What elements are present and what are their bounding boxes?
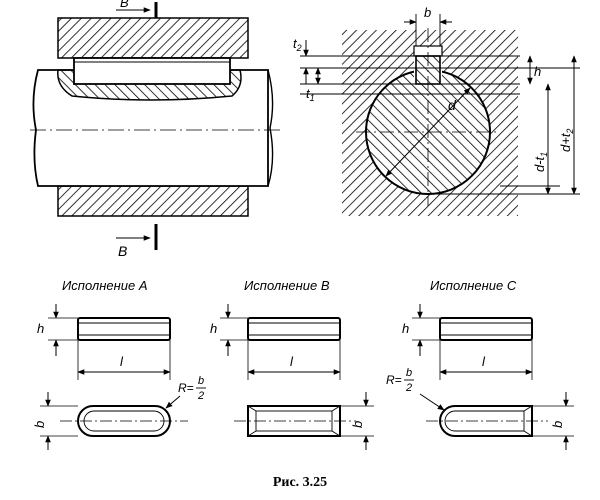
variant-b-label-l: l	[290, 354, 294, 369]
label-d: d	[448, 97, 457, 113]
hub-bottom	[57, 185, 249, 217]
svg-text:b: b	[406, 367, 412, 379]
label-t2: t2	[293, 36, 302, 53]
variant-b-label-b: b	[350, 421, 365, 428]
svg-text:R=: R=	[178, 381, 194, 395]
variant-b: h l b	[210, 304, 374, 450]
variant-title-a: Исполнение A	[62, 278, 148, 293]
label-d-plus-t2: d+t2	[558, 129, 575, 152]
variant-a-side	[77, 317, 171, 341]
variant-title-c: Исполнение C	[430, 278, 517, 293]
label-d-minus-t1: d-t1	[532, 152, 549, 172]
label-t1: t1	[306, 86, 315, 103]
variant-a-label-h: h	[37, 321, 44, 336]
shaft-body	[32, 69, 269, 187]
svg-text:R=: R=	[386, 373, 402, 387]
svg-text:b: b	[198, 375, 204, 387]
section-mark-bottom: В	[118, 243, 127, 259]
section-mark-top: В	[120, 0, 129, 10]
variant-a-label-l: l	[120, 354, 124, 369]
longitudinal-view: В В	[30, 0, 280, 259]
cross-section-view: d b t2 t1 h d-t1 d+t2	[293, 5, 580, 216]
figure-caption: Рис. 3.25	[273, 475, 327, 490]
variant-c-side	[439, 317, 533, 341]
variant-c: h l b R= b 2	[386, 304, 574, 450]
variant-b-label-h: h	[210, 321, 217, 336]
variant-c-radius-label: R= b 2	[386, 367, 414, 394]
label-h-cross: h	[534, 64, 541, 79]
hub-top	[57, 17, 249, 59]
variant-c-label-l: l	[482, 354, 486, 369]
variant-a-label-b: b	[32, 421, 47, 428]
svg-text:2: 2	[405, 382, 412, 394]
variant-c-label-b: b	[550, 421, 565, 428]
variant-a-radius-label: R= b 2	[178, 375, 206, 402]
label-b-cross: b	[424, 5, 431, 20]
variant-b-side	[247, 317, 341, 341]
variant-a: h l b R= b 2	[32, 304, 206, 450]
svg-text:2: 2	[197, 390, 204, 402]
variant-title-b: Исполнение B	[244, 278, 330, 293]
variant-c-label-h: h	[402, 321, 409, 336]
